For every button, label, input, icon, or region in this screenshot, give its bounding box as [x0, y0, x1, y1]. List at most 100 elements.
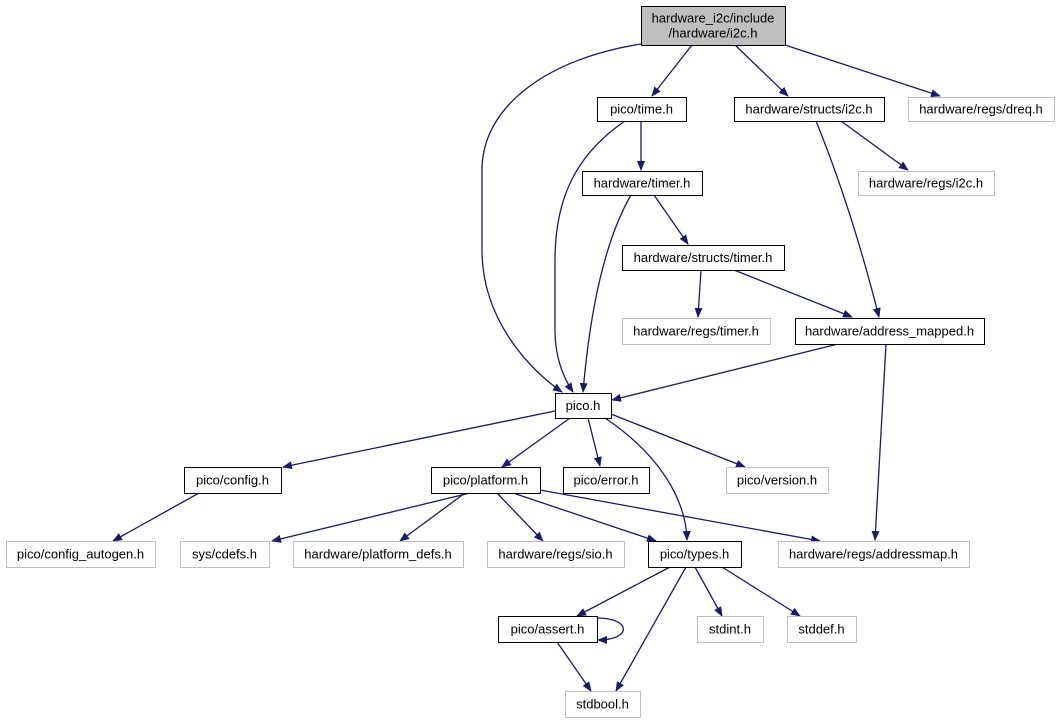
node-box — [431, 467, 541, 494]
node-label: pico/types.h — [660, 547, 729, 562]
edge-hw-timer-to-pico-h — [579, 194, 632, 393]
node-label: pico/time.h — [610, 102, 673, 117]
node-stddef: stddef.h — [787, 616, 857, 643]
edge-pico-h-to-pico-config — [282, 410, 556, 470]
node-label: stdint.h — [709, 622, 751, 637]
edges — [112, 43, 941, 692]
edge-i2c-root-to-hw-regs-dreq — [784, 44, 941, 97]
node-hw-structs-i2c[interactable]: hardware/structs/i2c.h — [734, 97, 885, 122]
edge-pico-config-to-pico-config-autogen — [112, 492, 200, 542]
node-pico-config[interactable]: pico/config.h — [184, 467, 282, 494]
edge-pico-types-to-stddef — [721, 566, 801, 617]
node-box — [180, 541, 270, 568]
node-box — [648, 541, 742, 568]
node-box — [622, 245, 785, 271]
node-label: hardware/regs/addressmap.h — [789, 547, 958, 562]
edge-pico-assert-to-stdbool — [556, 641, 592, 692]
node-pico-version: pico/version.h — [726, 467, 829, 494]
node-stdbool: stdbool.h — [565, 691, 641, 718]
node-i2c-root[interactable]: hardware_i2c/include/hardware/i2c.h — [641, 6, 786, 46]
edge-pico-types-to-pico-assert — [576, 566, 671, 617]
node-label: hardware/regs/sio.h — [498, 547, 612, 562]
node-label: hardware/structs/timer.h — [634, 250, 773, 265]
node-box — [641, 6, 786, 46]
node-box — [734, 97, 885, 122]
node-label: hardware/regs/dreq.h — [919, 102, 1043, 117]
node-label: pico/version.h — [737, 473, 817, 488]
edge-pico-types-to-stdint — [694, 566, 723, 617]
node-pico-h[interactable]: pico.h — [555, 393, 612, 419]
edge-pico-h-to-pico-types — [604, 417, 691, 541]
node-label: pico/config_autogen.h — [17, 547, 144, 562]
node-box — [563, 467, 650, 494]
edge-pico-time-to-pico-h — [554, 120, 626, 393]
node-box — [293, 541, 464, 568]
node-label: sys/cdefs.h — [192, 547, 257, 562]
edge-hw-timer-to-hw-structs-timer — [653, 194, 689, 245]
node-hw-regs-sio: hardware/regs/sio.h — [487, 541, 625, 568]
edge-i2c-root-to-hw-structs-i2c — [734, 44, 789, 97]
node-box — [582, 171, 703, 196]
node-box — [795, 318, 985, 345]
node-box — [787, 616, 857, 643]
edge-pico-h-to-pico-platform — [501, 417, 571, 468]
node-hw-structs-timer[interactable]: hardware/structs/timer.h — [622, 245, 785, 271]
node-label: /hardware/i2c.h — [669, 26, 758, 41]
edge-pico-assert-to-pico-assert — [596, 617, 624, 644]
node-pico-error[interactable]: pico/error.h — [563, 467, 650, 494]
node-box — [555, 393, 612, 419]
node-pico-config-autogen: pico/config_autogen.h — [6, 541, 156, 568]
node-box — [908, 97, 1055, 122]
node-hw-address-mapped[interactable]: hardware/address_mapped.h — [795, 318, 985, 345]
node-label: hardware/regs/timer.h — [633, 324, 759, 339]
edge-pico-h-to-pico-error — [587, 417, 602, 467]
node-label: pico/assert.h — [511, 622, 585, 637]
edge-hw-address-mapped-to-pico-h — [611, 343, 839, 402]
node-label: stddef.h — [798, 622, 844, 637]
edge-hw-structs-timer-to-hw-address-mapped — [733, 269, 853, 318]
node-hw-platform-defs: hardware/platform_defs.h — [293, 541, 464, 568]
node-hw-timer[interactable]: hardware/timer.h — [582, 171, 703, 196]
node-pico-assert[interactable]: pico/assert.h — [498, 616, 598, 643]
node-box — [697, 616, 764, 643]
node-pico-types[interactable]: pico/types.h — [648, 541, 742, 568]
edge-pico-h-to-pico-version — [610, 413, 746, 468]
node-sys-cdefs: sys/cdefs.h — [180, 541, 270, 568]
node-box — [487, 541, 625, 568]
node-box — [622, 318, 771, 345]
node-label: stdbool.h — [576, 697, 629, 712]
edge-hw-structs-i2c-to-hw-regs-i2c — [840, 120, 909, 171]
node-label: pico.h — [566, 398, 601, 413]
edge-i2c-root-to-pico-h — [481, 43, 642, 393]
node-hw-regs-timer: hardware/regs/timer.h — [622, 318, 771, 345]
edge-pico-platform-to-hw-platform-defs — [399, 492, 466, 542]
node-box — [778, 541, 970, 568]
node-label: pico/platform.h — [443, 473, 528, 488]
node-box — [565, 691, 641, 718]
node-box — [498, 616, 598, 643]
nodes: hardware_i2c/include/hardware/i2c.h pico/… — [6, 6, 1055, 718]
edge-pico-platform-to-hw-regs-addressmap — [539, 489, 821, 544]
edge-hw-structs-i2c-to-hw-address-mapped — [815, 120, 881, 318]
edge-pico-platform-to-hw-regs-sio — [496, 492, 544, 542]
node-pico-time[interactable]: pico/time.h — [597, 97, 687, 122]
node-box — [597, 97, 687, 122]
edge-hw-address-mapped-to-hw-regs-addressmap — [871, 343, 887, 541]
node-stdint: stdint.h — [697, 616, 764, 643]
node-pico-platform[interactable]: pico/platform.h — [431, 467, 541, 494]
edge-i2c-root-to-pico-time — [651, 44, 693, 97]
node-label: hardware/regs/i2c.h — [869, 176, 983, 191]
node-hw-regs-dreq: hardware/regs/dreq.h — [908, 97, 1055, 122]
node-label: hardware/structs/i2c.h — [745, 102, 872, 117]
node-box — [858, 171, 995, 196]
node-label: hardware/platform_defs.h — [304, 547, 451, 562]
node-label: hardware/address_mapped.h — [805, 324, 974, 339]
edge-pico-platform-to-sys-cdefs — [271, 492, 471, 543]
node-label: pico/config.h — [196, 473, 269, 488]
node-label: hardware_i2c/include — [652, 11, 775, 26]
node-box — [6, 541, 156, 568]
edge-pico-types-to-stdbool — [615, 566, 687, 692]
edge-pico-platform-to-pico-types — [512, 492, 657, 542]
node-box — [184, 467, 282, 494]
